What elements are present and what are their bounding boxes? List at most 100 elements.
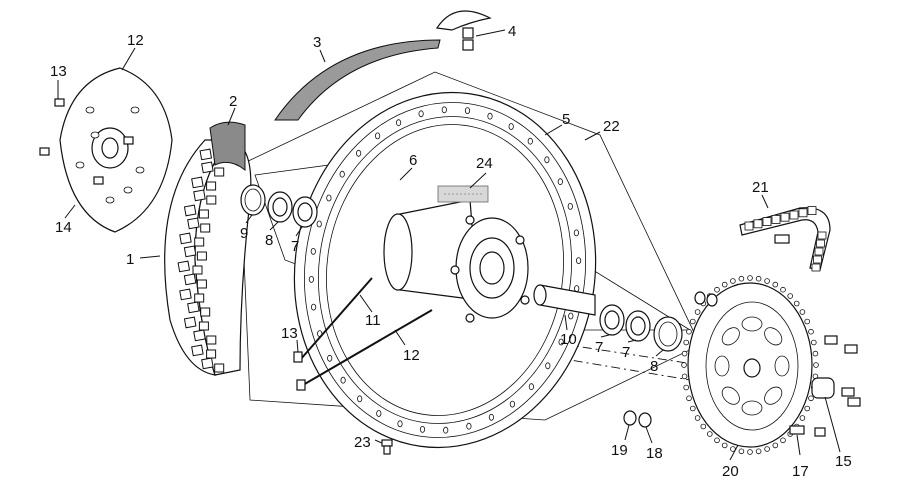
tread-block — [206, 349, 217, 359]
sprocket-tooth — [694, 415, 701, 421]
tread-block — [196, 279, 207, 289]
callout-7-mid: 7 — [595, 339, 603, 356]
sprocket-tooth — [686, 395, 692, 402]
tread-block — [194, 237, 205, 247]
warning-label — [437, 185, 489, 203]
sprocket-cutout — [721, 386, 740, 405]
rim-strip — [274, 39, 441, 121]
rim-hole — [340, 376, 346, 384]
rim-hole — [397, 420, 403, 428]
valve-nut — [381, 439, 393, 455]
tread-block — [198, 209, 209, 219]
callout-2: 2 — [229, 93, 237, 110]
disc-hole — [135, 166, 145, 174]
callout-8-left: 8 — [265, 232, 273, 249]
tread-block — [206, 181, 217, 191]
rim-hole — [339, 170, 345, 178]
rim-hole — [355, 149, 362, 157]
sprocket-tooth — [721, 281, 728, 288]
callout-21: 21 — [752, 179, 769, 196]
callout-12: 12 — [403, 347, 420, 364]
rim-hole — [419, 425, 426, 433]
tread-block — [199, 148, 213, 161]
rim-hole — [508, 123, 514, 130]
sprocket-tooth — [812, 350, 819, 357]
chain-links — [744, 206, 827, 272]
sprocket-tooth — [686, 328, 692, 335]
rim-hole — [418, 110, 424, 118]
sprocket-nuts — [623, 291, 718, 428]
sprocket-tooth — [681, 373, 688, 380]
callout-10: 10 — [560, 331, 577, 348]
wheel-hub — [383, 199, 530, 323]
callout-14: 12 — [127, 32, 144, 49]
rim-hole — [527, 137, 533, 145]
tread-block — [194, 293, 205, 303]
rim-hole — [357, 395, 363, 403]
sprocket-tooth — [799, 415, 806, 421]
tread-block — [177, 260, 191, 273]
callout-8-right: 8 — [650, 358, 658, 375]
sprocket-tooth — [764, 446, 770, 452]
inner-tube — [209, 121, 246, 172]
rim-hole — [487, 112, 493, 120]
callout-labels: 12 13 2 3 4 5 22 6 24 14 1 9 8 7 11 12 1… — [50, 23, 852, 480]
rim-hole — [308, 275, 314, 283]
callout-22: 22 — [603, 118, 620, 135]
tread-block — [187, 217, 200, 230]
sprocket-tooth — [721, 442, 728, 449]
disc-hole — [105, 196, 115, 204]
rim-hole — [509, 400, 516, 408]
sprocket-tooth — [813, 362, 819, 368]
sprocket-tooth — [714, 437, 720, 444]
sprocket-tooth — [706, 431, 713, 437]
left-bearings-seals — [240, 184, 318, 228]
rim-hole — [310, 303, 317, 311]
sprocket-tooth — [804, 318, 810, 325]
callout-4: 4 — [508, 23, 516, 40]
sprocket-tooth — [780, 437, 786, 444]
sprocket-tooth — [780, 286, 786, 293]
sprocket-cutout — [741, 400, 763, 416]
sprocket-tooth — [793, 300, 800, 307]
chain-link — [811, 263, 821, 272]
callout-17: 17 — [792, 463, 809, 480]
tread-block — [179, 288, 192, 301]
rim-hole — [374, 132, 381, 140]
sprocket-tooth — [681, 350, 688, 357]
chain-link — [798, 208, 808, 218]
tire-valve — [435, 10, 492, 51]
sprocket-tooth — [694, 309, 701, 315]
chain-link — [816, 239, 825, 248]
chain-link — [813, 255, 822, 264]
tread-block — [183, 245, 197, 258]
sprocket-bolts — [789, 335, 861, 437]
chain-link — [814, 247, 824, 256]
sprocket-tooth — [772, 281, 779, 288]
rim-hole — [545, 362, 551, 370]
callout-9: 9 — [240, 225, 248, 242]
callout-13: 13 — [281, 325, 298, 342]
chain-link — [753, 219, 763, 229]
tread-block — [183, 316, 197, 329]
callout-18: 18 — [646, 445, 663, 462]
callout-15: 13 — [50, 63, 67, 80]
callout-7-left: 7 — [291, 238, 299, 255]
rim-hole — [573, 229, 580, 237]
tread-block — [193, 329, 206, 342]
tread-block — [206, 335, 217, 345]
tread-block — [214, 167, 225, 177]
sprocket-tooth — [747, 449, 753, 455]
sprocket-tooth — [804, 405, 810, 412]
chain-link — [817, 231, 827, 240]
tread-block — [187, 301, 200, 314]
callout-7-right: 7 — [622, 344, 630, 361]
sprocket-cutout — [721, 327, 740, 346]
sprocket-tooth — [689, 318, 696, 325]
rim-hole — [327, 354, 333, 362]
disc-hole — [130, 106, 140, 114]
rim-hole — [558, 338, 564, 346]
sprocket-tooth — [681, 362, 687, 368]
tread-block — [191, 176, 204, 189]
disc-bolts — [39, 98, 134, 185]
